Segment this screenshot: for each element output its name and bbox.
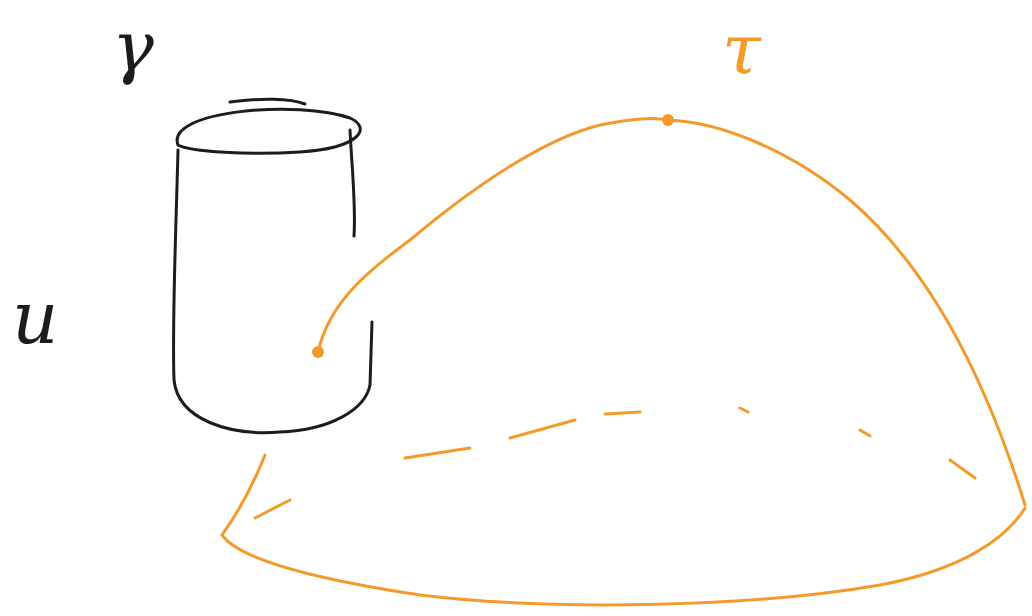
cylinder-right-side [350,130,355,236]
dome-base-front [222,455,1025,605]
dome-endpoint [312,346,324,358]
cylinder-rim [230,99,305,104]
dome-arc [318,119,1025,505]
dome-apex-point [662,114,674,126]
cylinder-top [177,109,360,153]
dome-figure [222,119,1025,605]
dome-base-back [255,408,975,518]
surface-label: u [12,282,58,354]
curve-label: γ [112,12,154,82]
cylinder-figure [173,99,372,432]
cylinder-body [173,150,372,433]
path-label: τ [722,14,761,84]
